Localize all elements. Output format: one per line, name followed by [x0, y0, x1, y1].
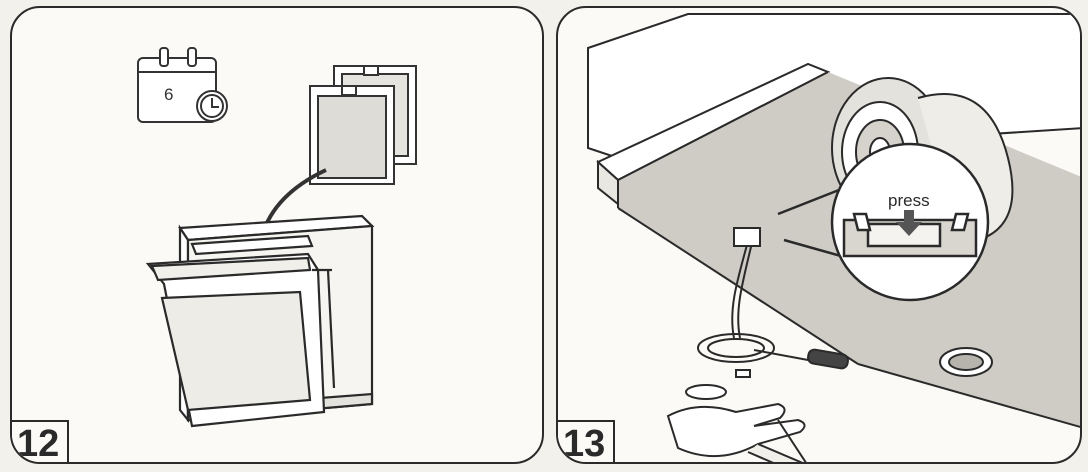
calendar-value: 6 — [164, 85, 173, 104]
step-13-illustration: press — [587, 13, 1080, 462]
clock-icon — [196, 90, 228, 122]
step-12-panel: 6 — [10, 6, 544, 464]
arrow-down-icon — [896, 210, 922, 236]
screw-parts — [685, 369, 751, 400]
cable — [697, 227, 775, 363]
glove-hand-icon — [666, 402, 807, 462]
step-number-12: 12 — [12, 420, 70, 462]
step-12-illustration: 6 — [137, 47, 417, 428]
vent-hole — [939, 347, 993, 377]
press-label: press — [888, 191, 930, 210]
dishwasher — [145, 214, 375, 428]
step-number-13: 13 — [558, 420, 616, 462]
grease-filter-front — [309, 85, 395, 185]
step-13-panel: press 13 — [556, 6, 1082, 464]
screwdriver-icon — [753, 348, 849, 370]
